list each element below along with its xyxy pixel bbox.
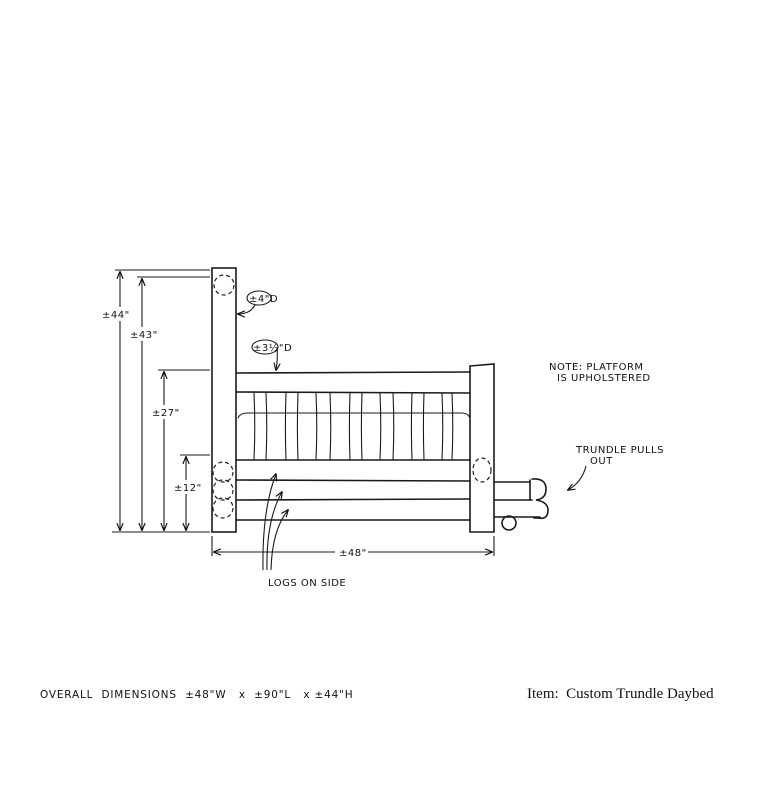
logs-on-side-label: LOGS ON SIDE [268,578,346,589]
dim-width: ±48" [339,548,367,559]
note-line-2: IS UPHOLSTERED [557,373,651,384]
note-line-1: NOTE: PLATFORM [549,362,644,373]
post-diameter-label: ±4"D [249,294,278,305]
trundle [493,478,549,531]
height-dimensions: ±44" ±43" ±27" ±12" [100,269,210,533]
spindle-edge [329,392,332,461]
right-post [469,363,495,533]
item-title: Item: Custom Trundle Daybed [527,686,714,702]
post-diameter-callout: ±4"D [238,290,278,314]
spindle-edge [392,392,395,461]
dim-rail-height: ±27" [152,408,180,419]
spindle-edge [265,392,268,461]
width-dimension: ±48" [211,536,495,559]
spindles [237,392,471,461]
spindle-edge [253,392,256,461]
note-callout: NOTE: PLATFORM IS UPHOLSTERED [549,362,651,384]
spindle-edge [348,392,351,461]
trundle-callout: TRUNDLE PULLS OUT [568,445,664,490]
spindle-edge [360,392,363,461]
dim-total-height: ±44" [102,310,130,321]
spindle-edge [451,392,454,461]
top-rail [235,371,471,394]
spindle-edge [422,392,425,461]
spindle-edge [296,392,299,461]
spindle-edge [410,392,413,461]
spindle-edge [379,392,382,461]
rail-diameter-label: ±3½"D [253,342,292,354]
logs-on-side-callout: LOGS ON SIDE [262,474,346,589]
trundle-line-2: OUT [590,456,613,467]
trundle-line-1: TRUNDLE PULLS [575,445,664,456]
rail-diameter-callout: ±3½"D [251,339,292,370]
overall-dimensions: OVERALL DIMENSIONS ±48"W x ±90"L x ±44"H [40,689,354,701]
spindle-edge [441,392,444,461]
dim-seat-height: ±12" [174,483,202,494]
spindle-edge [315,392,318,461]
left-post [211,267,237,533]
dim-post-height: ±43" [130,330,158,341]
spindle-edge [284,392,287,461]
